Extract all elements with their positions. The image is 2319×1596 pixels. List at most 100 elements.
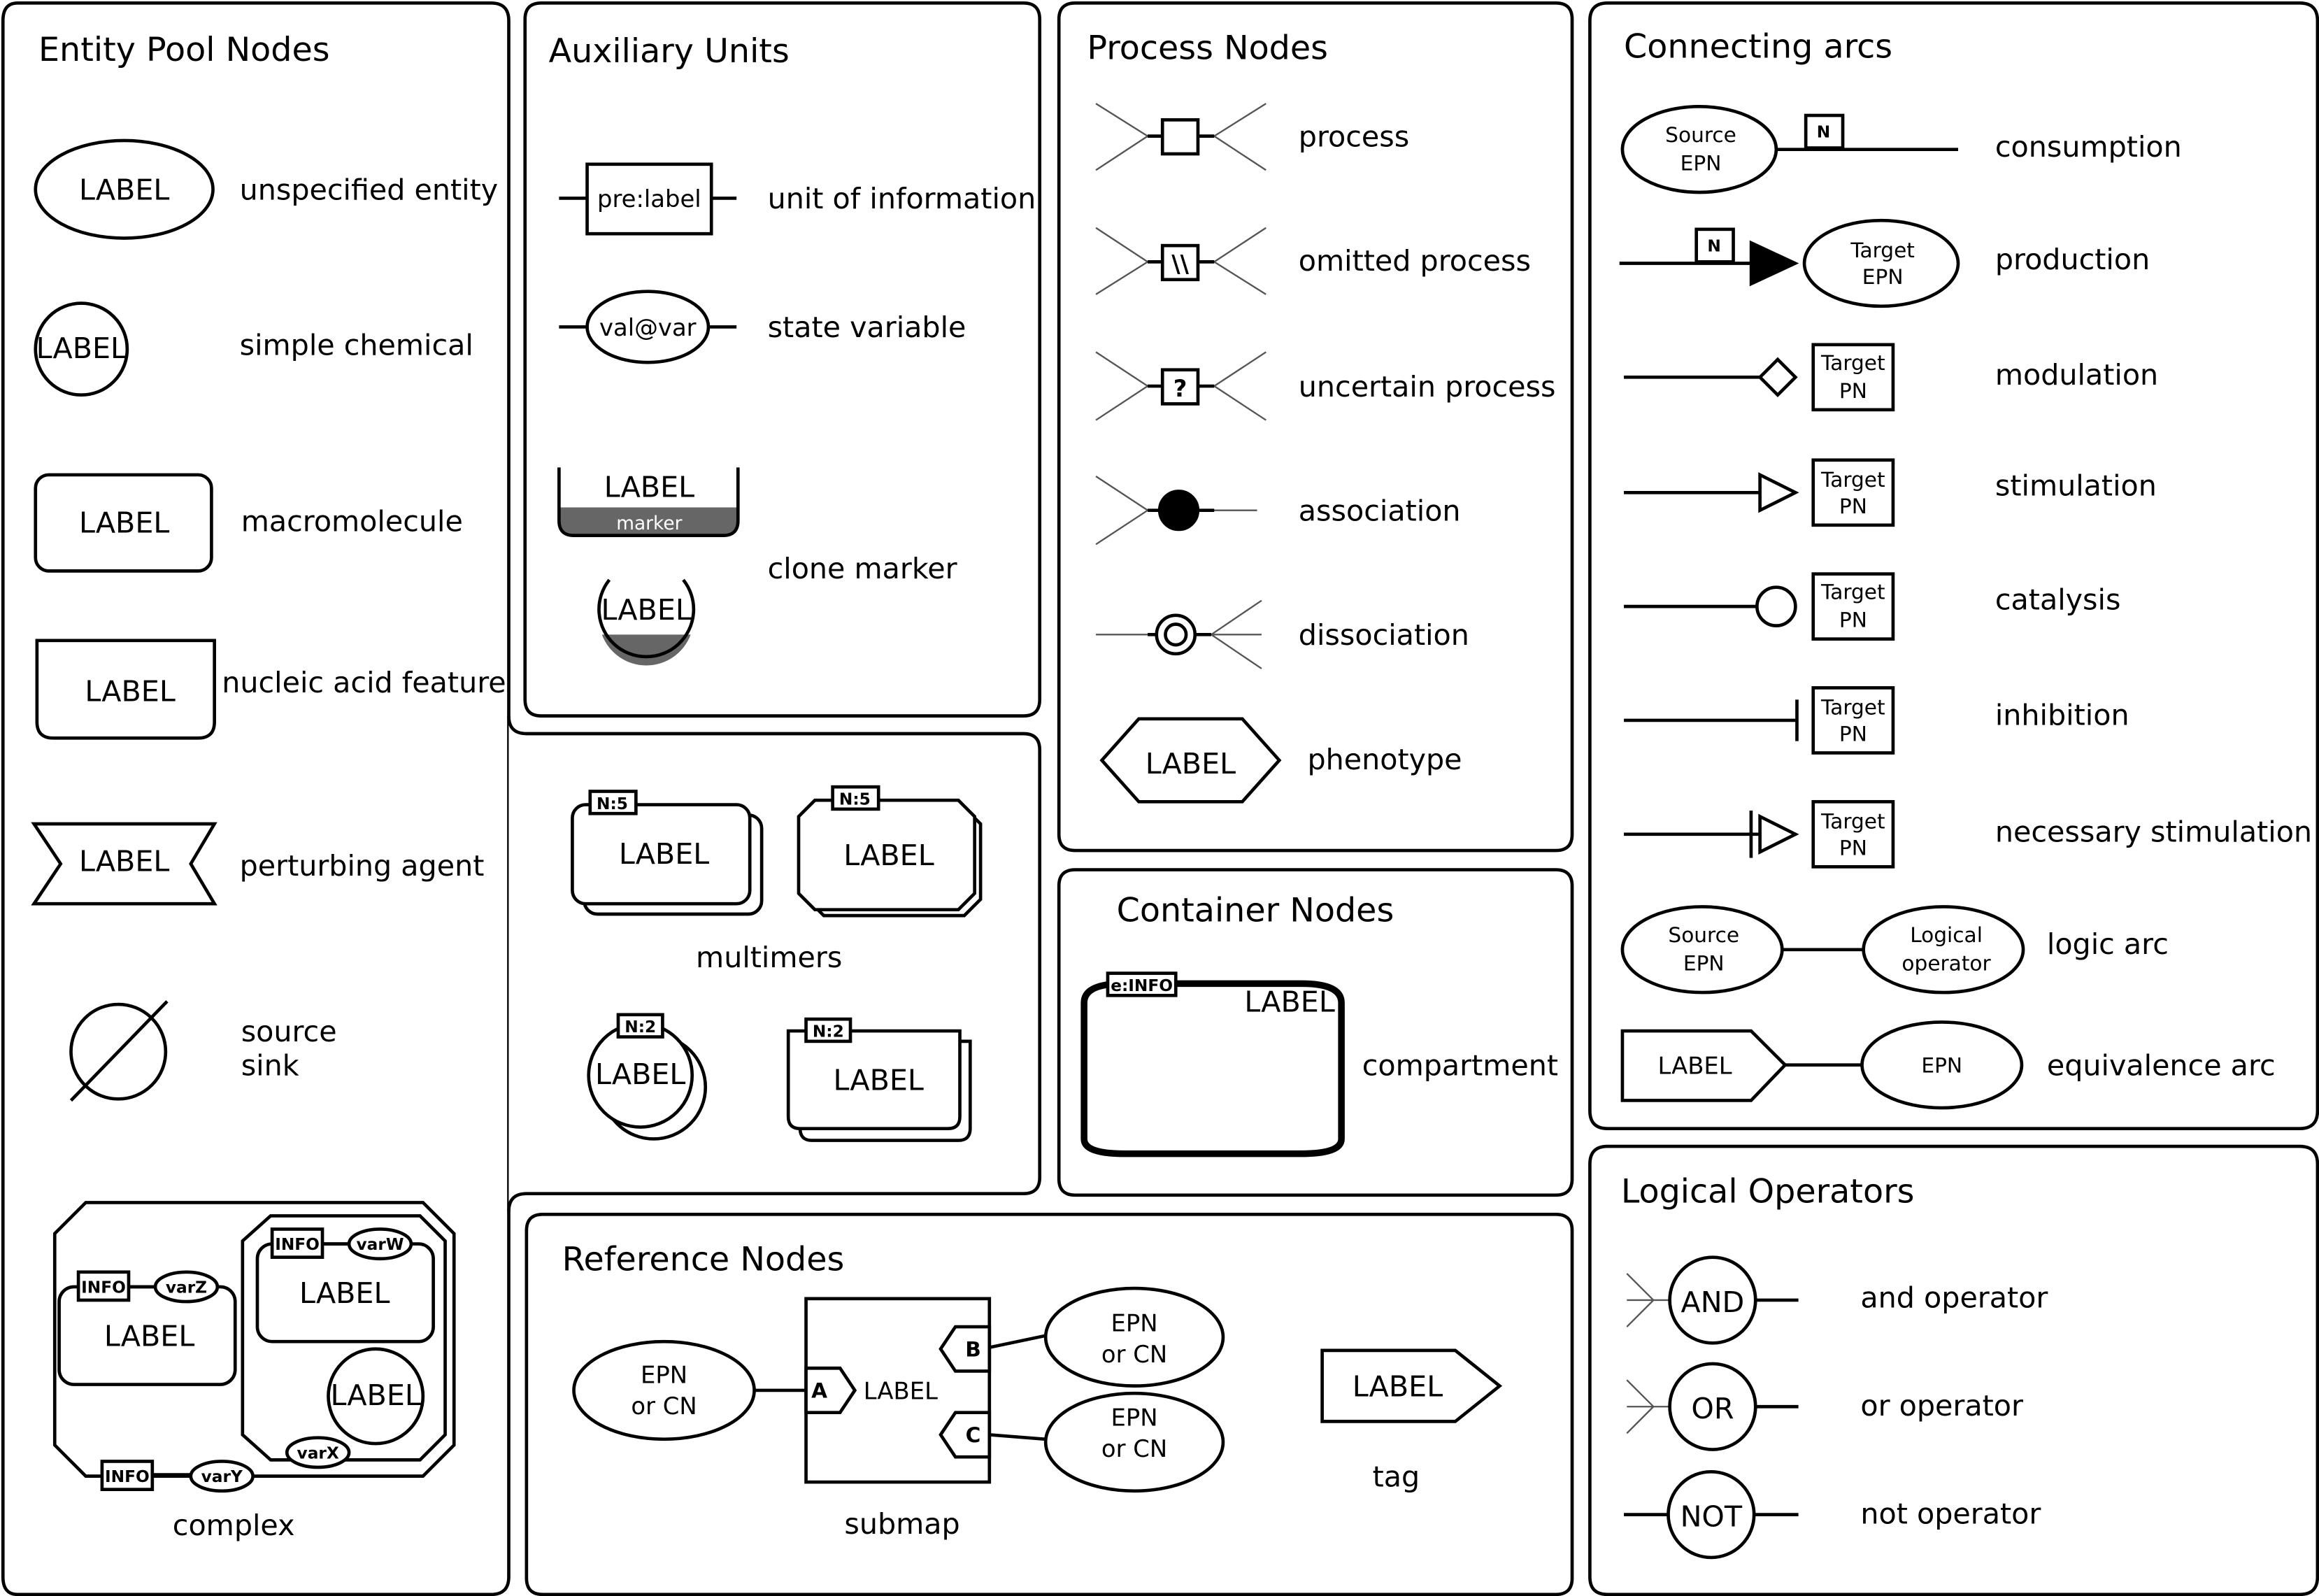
clone-marker-macromolecule-glyph: LABEL marker bbox=[557, 467, 740, 537]
entity-pool-panel: Entity Pool Nodes LABEL unspecified enti… bbox=[1, 1, 511, 1596]
submap-glyph-label: LABEL bbox=[864, 1378, 938, 1405]
catalysis-label: catalysis bbox=[1995, 583, 2121, 616]
state-variable-label: state variable bbox=[768, 311, 966, 344]
logic-arc-source-line1: Source bbox=[1668, 923, 1739, 947]
multimer-chemical-label: LABEL bbox=[595, 1057, 685, 1091]
submap-port-a: A bbox=[811, 1379, 827, 1403]
complex-left-label: LABEL bbox=[104, 1320, 194, 1353]
logic-arc-target-line1: Logical bbox=[1910, 923, 1983, 947]
not-operator-label: not operator bbox=[1860, 1497, 2041, 1530]
source-label: source bbox=[241, 1015, 337, 1048]
compartment-info-tag: e:INFO bbox=[1111, 976, 1173, 995]
multimers-panel: LABEL N:5 LABEL N:5 multimers LABEL N:2 … bbox=[507, 715, 1042, 1212]
inner-chemical-label: LABEL bbox=[330, 1378, 420, 1412]
compartment-glyph: e:INFO LABEL bbox=[1080, 971, 1345, 1157]
state-variable-glyph: val@var bbox=[559, 290, 737, 364]
equivalence-arc-epn: EPN bbox=[1921, 1053, 1962, 1077]
reference-title: Reference Nodes bbox=[562, 1241, 845, 1279]
multimer-macromolecule-glyph: LABEL N:5 bbox=[571, 790, 764, 916]
complex-varx-tag: varX bbox=[297, 1444, 339, 1462]
inner-complex: LABEL INFO varW LABEL varX bbox=[241, 1214, 447, 1469]
uncertain-process-mark: ? bbox=[1173, 375, 1187, 402]
submap-epn-bottom-line1: EPN bbox=[1111, 1404, 1158, 1432]
catalysis-target-line2: PN bbox=[1839, 608, 1867, 632]
macromolecule-label: macromolecule bbox=[241, 504, 463, 538]
and-operator-label: and operator bbox=[1860, 1281, 2048, 1315]
phenotype-glyph-label: LABEL bbox=[1146, 747, 1236, 781]
reference-nodes-panel: Reference Nodes EPN or CN A LABEL B C EP… bbox=[525, 1212, 1574, 1596]
production-arc-glyph: N Target EPN bbox=[1619, 218, 1960, 308]
complex-info-tag-3: INFO bbox=[105, 1467, 150, 1486]
consumption-source-line1: Source bbox=[1665, 123, 1736, 147]
multimer-macromolecule-2-card: N:2 bbox=[813, 1023, 844, 1041]
nucleic-acid-feature-glyph: LABEL bbox=[35, 639, 216, 740]
equivalence-arc-glyph-label: LABEL bbox=[1657, 1052, 1732, 1079]
logic-arc-target-line2: operator bbox=[1901, 951, 1991, 975]
clone-marker-text: marker bbox=[616, 513, 682, 534]
necessary-stimulation-label: necessary stimulation bbox=[1995, 815, 2312, 848]
multimer-chemical-glyph: LABEL N:2 bbox=[587, 1013, 708, 1141]
multimers-caption: multimers bbox=[696, 941, 842, 974]
complex-left-macromolecule: LABEL INFO varZ bbox=[57, 1270, 237, 1386]
uncertain-process-glyph: ? bbox=[1095, 351, 1266, 421]
auxiliary-units-panel: Auxiliary Units pre:label unit of inform… bbox=[523, 1, 1042, 718]
logical-operators-panel: Logical Operators AND and operator OR or… bbox=[1588, 1144, 2319, 1596]
stimulation-target-line1: Target bbox=[1820, 468, 1885, 492]
multimer-macromolecule-label: LABEL bbox=[619, 837, 709, 871]
production-label: production bbox=[1995, 243, 2150, 276]
process-glyph bbox=[1095, 103, 1266, 171]
clone-marker-chemical-glyph: LABEL bbox=[597, 578, 696, 666]
not-operator-glyph-text: NOT bbox=[1681, 1500, 1743, 1534]
unspecified-entity-glyph: LABEL bbox=[34, 138, 215, 240]
unit-of-information-label: unit of information bbox=[768, 182, 1036, 215]
omitted-process-glyph: \\ bbox=[1095, 227, 1266, 295]
inner-complex-label: LABEL bbox=[299, 1276, 390, 1310]
not-operator-glyph: NOT bbox=[1624, 1469, 1799, 1560]
production-card: N bbox=[1707, 237, 1720, 256]
auxiliary-title: Auxiliary Units bbox=[549, 32, 790, 71]
perturbing-agent-glyph-label: LABEL bbox=[79, 845, 169, 878]
omitted-process-mark: \\ bbox=[1171, 250, 1189, 278]
equivalence-arc-label: equivalence arc bbox=[2047, 1049, 2276, 1083]
complex-info-tag-2: INFO bbox=[275, 1235, 320, 1254]
submap-epn-left-line2: or CN bbox=[631, 1392, 697, 1420]
unspecified-entity-label: unspecified entity bbox=[240, 173, 499, 207]
process-title: Process Nodes bbox=[1087, 29, 1328, 68]
tag-glyph-label: LABEL bbox=[1353, 1369, 1443, 1403]
complex-vary-tag: varY bbox=[201, 1467, 243, 1486]
process-nodes-panel: Process Nodes process \\ omitted process… bbox=[1057, 1, 1574, 853]
multimer-macromolecule-card: N:5 bbox=[597, 795, 628, 813]
entity-pool-panel-frame bbox=[1, 1, 511, 1596]
or-operator-glyph: OR bbox=[1626, 1362, 1799, 1451]
tag-glyph: LABEL bbox=[1320, 1348, 1503, 1423]
logical-panel-frame bbox=[1588, 1144, 2319, 1596]
complex-glyph: LABEL INFO varZ LABEL INFO varW LABEL va bbox=[52, 1201, 456, 1493]
connecting-arcs-panel: Connecting arcs Source EPN N consumption… bbox=[1588, 1, 2319, 1130]
clone-marker-chemical-label: LABEL bbox=[601, 593, 691, 627]
source-sink-glyph bbox=[69, 1000, 169, 1102]
logic-arc-glyph: Source EPN Logical operator bbox=[1620, 905, 2025, 995]
inhibition-arc-glyph: Target PN bbox=[1624, 686, 1895, 755]
tag-label: tag bbox=[1373, 1460, 1420, 1493]
perturbing-agent-label: perturbing agent bbox=[240, 849, 485, 883]
consumption-card: N bbox=[1817, 123, 1830, 142]
or-operator-glyph-text: OR bbox=[1691, 1392, 1734, 1425]
stimulation-label: stimulation bbox=[1995, 469, 2157, 503]
entity-pool-title: Entity Pool Nodes bbox=[38, 31, 330, 69]
necessary-stimulation-target-line2: PN bbox=[1839, 836, 1867, 860]
phenotype-label: phenotype bbox=[1307, 743, 1462, 776]
association-glyph bbox=[1095, 476, 1257, 546]
complex-label: complex bbox=[173, 1509, 295, 1542]
association-label: association bbox=[1299, 494, 1461, 527]
complex-varz-tag: varZ bbox=[166, 1278, 207, 1297]
submap-epn-left-line1: EPN bbox=[641, 1361, 687, 1388]
simple-chemical-glyph-label: LABEL bbox=[36, 332, 127, 365]
multimer-macromolecule-2-label: LABEL bbox=[833, 1064, 923, 1097]
stimulation-target-line2: PN bbox=[1839, 494, 1867, 518]
inhibition-target-line1: Target bbox=[1820, 696, 1885, 720]
submap-label: submap bbox=[844, 1507, 959, 1541]
process-label: process bbox=[1299, 120, 1409, 153]
multimer-macromolecule-2-glyph: LABEL N:2 bbox=[786, 1017, 972, 1142]
modulation-arc-glyph: Target PN bbox=[1624, 343, 1895, 412]
submap-epn-bottom-line2: or CN bbox=[1101, 1435, 1167, 1462]
